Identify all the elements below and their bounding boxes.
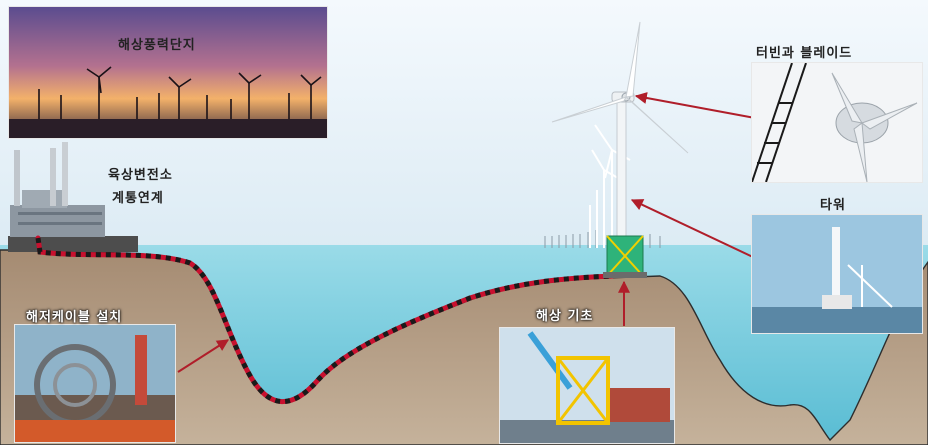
sunset-wind-farm-photo xyxy=(9,7,327,138)
photo-turbine-blade xyxy=(751,62,923,183)
label-onshore-substation: 육상변전소 xyxy=(108,168,173,183)
label-grid-connection: 계통연계 xyxy=(112,191,164,206)
arrow-icon xyxy=(177,92,756,373)
label-subsea-cable: 해저케이블 설치 xyxy=(26,310,123,325)
turbine-hub-photo xyxy=(752,63,922,182)
photo-offshore-wind-farm xyxy=(8,6,328,139)
arrow-to-cable xyxy=(177,339,230,373)
foundation-jacket xyxy=(603,235,647,278)
subsea-cable-dashes xyxy=(35,237,613,405)
foundation-install-photo xyxy=(500,328,674,443)
label-offshore-wind-farm: 해상풍력단지 xyxy=(118,38,196,53)
label-tower: 타워 xyxy=(820,198,846,213)
shore-ground xyxy=(8,236,138,252)
arrow-to-tower xyxy=(630,199,756,259)
turbine-row xyxy=(589,124,631,248)
photo-subsea-cable xyxy=(14,324,176,443)
tower-photo xyxy=(752,215,922,333)
cable-ship-photo xyxy=(15,325,175,442)
label-turbine-blade: 터빈과 블레이드 xyxy=(756,46,853,61)
wind-turbine-icon xyxy=(551,21,689,251)
substation-icon xyxy=(10,142,105,237)
label-offshore-foundation: 해상 기초 xyxy=(536,309,594,324)
photo-tower xyxy=(751,214,923,334)
arrow-to-turbine xyxy=(634,92,756,119)
photo-offshore-foundation xyxy=(499,327,675,444)
